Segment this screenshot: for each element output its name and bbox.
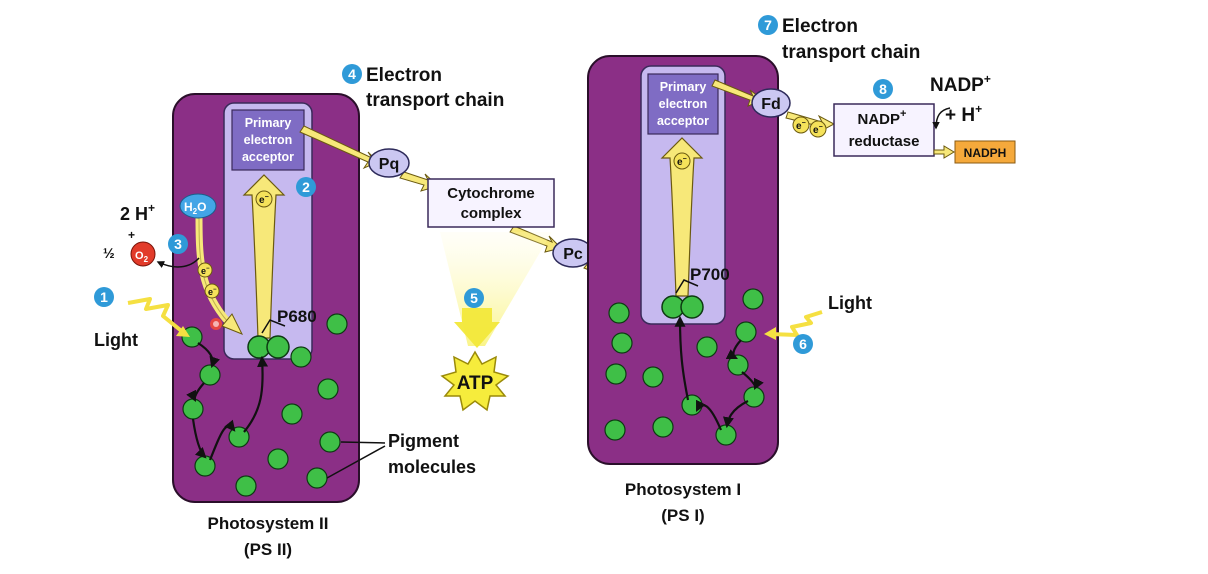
photosystem-ii: Primary electron acceptor e− e− e− H2O P… [172, 93, 360, 503]
badge-4: 4 [342, 64, 362, 84]
plastoquinone-pq [368, 148, 410, 178]
svg-text:1: 1 [100, 289, 108, 305]
nadp-reductase [833, 103, 935, 157]
light-label-right: Light [828, 293, 872, 313]
ps2-caption-line2: (PS II) [244, 540, 292, 559]
ps1-excitation-arrow [660, 137, 704, 297]
reductase-line1: NADP+ [858, 108, 907, 128]
svg-text:2: 2 [302, 179, 310, 195]
half-label: ½ [103, 245, 115, 261]
electron-icon [673, 152, 691, 170]
cytochrome-line2: complex [461, 205, 523, 222]
p700-pigment [680, 295, 704, 319]
fd-label: Fd [761, 96, 781, 113]
ps1-primary-acceptor [647, 73, 719, 135]
p700-label: P700 [690, 265, 730, 284]
nadph-label: NADPH [964, 146, 1007, 160]
svg-text:6: 6 [799, 336, 807, 352]
svg-text:4: 4 [348, 66, 356, 82]
pigment-label-line1: Pigment [388, 431, 459, 451]
etc2-label-line2: transport chain [782, 42, 920, 63]
svg-text:e−: e− [201, 266, 210, 276]
ps1-acceptor-line2: electron [659, 97, 708, 111]
p680-pigment [266, 335, 290, 359]
nadph-arrow [933, 145, 955, 159]
pc-label: Pc [563, 246, 583, 263]
badge-7: 7 [758, 15, 778, 35]
plus-sign: + [128, 228, 135, 242]
svg-text:7: 7 [764, 17, 772, 33]
badge-2: 2 [296, 177, 316, 197]
badge-6: 6 [793, 334, 813, 354]
o2-label: O2 [135, 250, 149, 264]
atp-arrow [454, 308, 500, 348]
light-label-left: Light [94, 330, 138, 350]
atp-burst [440, 350, 510, 412]
badge-5: 5 [464, 288, 484, 308]
svg-text:e−: e− [796, 120, 806, 132]
svg-text:e−: e− [813, 124, 823, 136]
badge-1: 1 [94, 287, 114, 307]
ps1-caption-line1: Photosystem I [625, 480, 741, 499]
ps2-caption-line1: Photosystem II [208, 514, 329, 533]
etc1-label-line1: Electron [366, 65, 442, 86]
water-arrowhead [221, 313, 244, 335]
energy-beam [440, 232, 552, 346]
h-plus-label: + H+ [945, 102, 982, 126]
two-h-plus: 2 H+ [120, 201, 155, 224]
pq-label: Pq [379, 156, 399, 173]
reductase-line2: reductase [849, 133, 920, 150]
photosystem-i: Primary electron acceptor e− P700 [587, 55, 779, 465]
light-left: Light [94, 297, 190, 350]
electron-icon [204, 283, 220, 299]
light-right: Light [764, 293, 872, 340]
svg-text:8: 8 [879, 81, 887, 97]
ps2-acceptor-line3: acceptor [242, 150, 294, 164]
step-badges: 1 2 3 4 5 6 7 8 [94, 15, 893, 354]
badge-8: 8 [873, 79, 893, 99]
ps1-acceptor-line1: Primary [660, 80, 707, 94]
energy-transfer-arrows [186, 342, 269, 461]
light-bolt-icon [127, 297, 186, 335]
ps2-primary-acceptor [231, 109, 305, 171]
ps2-acceptor-line2: electron [244, 133, 293, 147]
cytochrome-complex [427, 178, 555, 228]
ps1-energy-arrows [674, 315, 764, 431]
electron-icon [809, 120, 827, 138]
p680-label: P680 [277, 307, 317, 326]
svg-text:3: 3 [174, 236, 182, 252]
svg-text:5: 5 [470, 290, 478, 306]
ps2-acceptor-line1: Primary [245, 116, 292, 130]
ps2-pigments [181, 313, 348, 497]
atp-label: ATP [457, 373, 494, 394]
pigment-pointer [326, 445, 386, 479]
nadp-top: NADP+ [930, 72, 991, 96]
electron-icon [792, 116, 810, 134]
ps2-excitation-arrow [242, 174, 286, 339]
light-bolt-icon [769, 310, 823, 337]
ps1-acceptor-line3: acceptor [657, 114, 709, 128]
oxygen-release-arrow [156, 257, 200, 268]
badge-3: 3 [168, 234, 188, 254]
ps1-pigments [604, 288, 765, 446]
h2o-molecule [179, 193, 217, 219]
pigment-label-line2: molecules [388, 457, 476, 477]
electron-icon [255, 190, 273, 208]
pigment-pointer [340, 441, 386, 444]
electron-label: e− [259, 194, 269, 206]
ferredoxin-fd [751, 88, 791, 118]
ps1-caption-line2: (PS I) [661, 506, 704, 525]
svg-text:e−: e− [677, 156, 687, 168]
nadph-box [954, 140, 1016, 164]
h2o-label: H2O [184, 200, 206, 216]
svg-text:e−: e− [208, 287, 217, 297]
nadp-input-arrow [932, 107, 951, 130]
cytochrome-line1: Cytochrome [447, 185, 535, 202]
o2-molecule [130, 241, 156, 267]
etc2-label-line1: Electron [782, 16, 858, 37]
electron-icon [197, 262, 213, 278]
etc1-label-line2: transport chain [366, 90, 504, 111]
